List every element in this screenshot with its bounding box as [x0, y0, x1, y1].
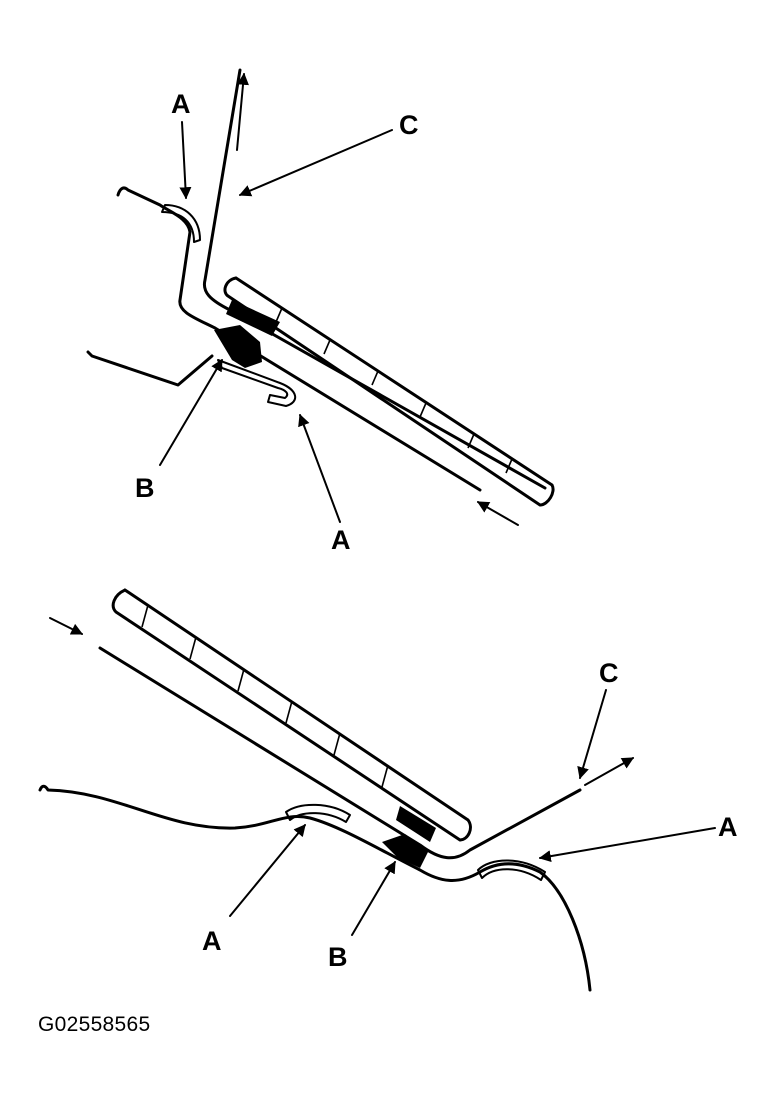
adhesive-bead-bottom: [382, 834, 428, 868]
airflow-arrow-in-bottom: [49, 617, 84, 635]
airflow-arrow-in-top: [476, 501, 519, 526]
glass-pane-bottom: [111, 588, 472, 842]
body-panel-top: [116, 186, 482, 492]
molding-clip-lower-top: [217, 359, 296, 407]
arrow-a-right-bottom: [538, 827, 716, 863]
label-c-top: C: [399, 110, 419, 140]
arrow-b-bottom: [351, 860, 396, 936]
glass-hatching-top: [275, 307, 513, 474]
molding-clip-left-bottom: [285, 803, 351, 823]
dam-strip-top: [226, 300, 280, 336]
molding-clip-upper-top: [161, 204, 201, 243]
label-b-top: B: [135, 473, 155, 503]
label-c-bottom: C: [599, 658, 619, 688]
arrow-b-top: [159, 358, 223, 466]
arrow-a-left-bottom: [229, 824, 306, 917]
arrow-a-lower: [298, 413, 341, 523]
glass-pane-top: [223, 276, 555, 507]
arrow-c-bottom: [577, 689, 607, 780]
glass-hatching-bottom: [141, 604, 389, 788]
label-a-left-bottom: A: [202, 926, 222, 956]
lower-body-line-top: [86, 350, 214, 387]
label-a-right-bottom: A: [718, 812, 738, 842]
label-a-upper-top: A: [171, 89, 191, 119]
bottom-section-view: C A A B: [38, 588, 738, 992]
dam-strip-bottom: [396, 806, 436, 842]
label-b-bottom: B: [328, 942, 348, 972]
airflow-arrow-out-top: [236, 72, 249, 151]
molding-clip-right-bottom: [477, 859, 546, 881]
body-panel-bottom: [38, 784, 592, 992]
adhesive-bead-top: [214, 325, 262, 368]
figure-id: G02558565: [38, 1013, 151, 1036]
body-flange-bottom: [98, 646, 582, 860]
arrow-a-upper: [179, 121, 192, 200]
airflow-arrow-out-bottom: [584, 757, 635, 786]
label-a-lower-top: A: [331, 525, 351, 555]
top-section-view: A C B A: [86, 68, 555, 555]
arrow-c-top: [238, 129, 393, 197]
